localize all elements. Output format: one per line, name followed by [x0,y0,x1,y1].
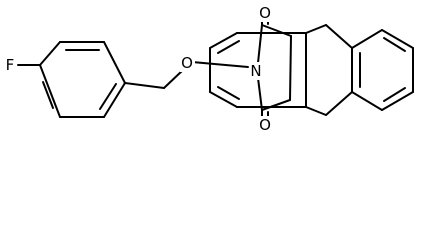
carbonyl-oxygen-bottom-atom: O [258,116,273,134]
ring-ch2-bond [124,82,165,89]
imide-ring [257,24,292,111]
carbonyl-oxygen-top-label: O [259,4,271,22]
carbonyl-oxygen-top-atom: O [258,4,273,22]
ether-oxygen-label: O [181,54,193,72]
carbonyl-oxygen-bottom-label: O [259,116,271,134]
bridged-bicyclic-core [209,24,353,116]
ch2-oxygen-bond [163,69,184,89]
ether-oxygen-atom: O [180,54,195,72]
oxygen-nitrogen-bond [191,61,249,68]
chemical-structure: F O N O O [3,4,414,134]
imide-nitrogen-label: N [250,62,261,80]
fused-benzene-ring [351,29,414,111]
fluorine-atom: F [3,56,17,74]
imide-nitrogen-atom: N [249,62,264,80]
fluorophenyl-ring [39,41,126,118]
carbonyl-double-bonds [261,21,269,117]
fluorine-label: F [6,56,15,74]
